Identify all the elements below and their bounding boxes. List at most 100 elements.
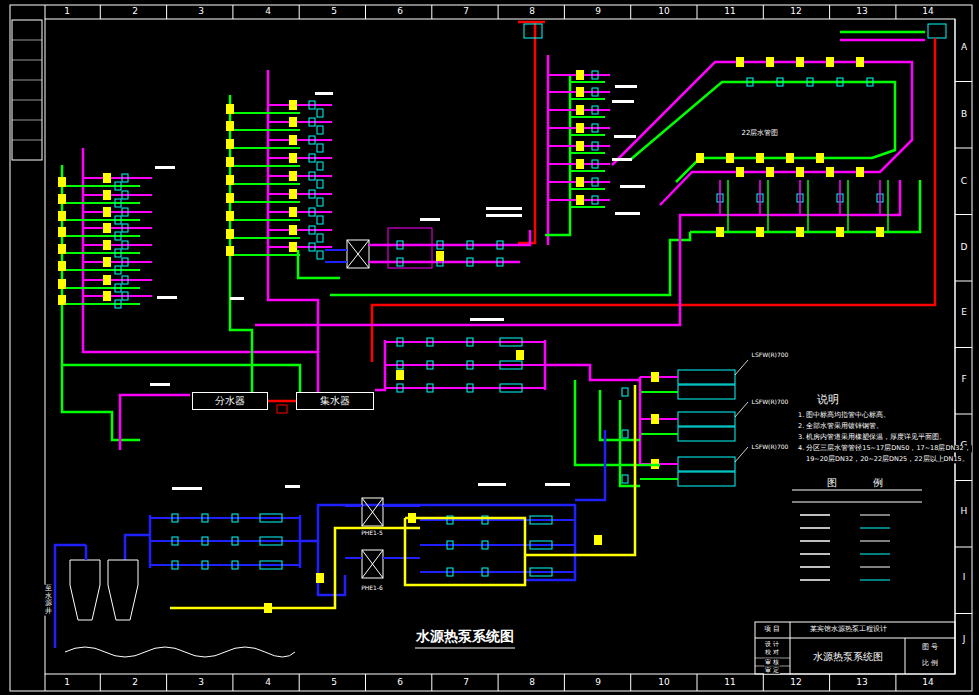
pipe <box>767 180 769 232</box>
pipe-fitting <box>716 227 724 237</box>
pipe-fitting <box>226 139 234 149</box>
valve-symbol <box>172 514 178 522</box>
tag-bar <box>157 296 177 299</box>
valve-symbol <box>122 276 128 284</box>
pipe <box>575 380 660 465</box>
annotation-label: 10 <box>657 678 670 688</box>
grid-tick <box>100 674 101 691</box>
pipe-fitting <box>226 157 234 167</box>
annotation-label: 22层水管图 <box>741 130 780 138</box>
pipe <box>700 180 900 215</box>
valve-symbol <box>497 241 503 249</box>
pipe <box>570 170 605 172</box>
pipe <box>570 98 605 100</box>
annotation-label: 某宾馆水源热泵工程设计 <box>809 626 888 634</box>
well-symbol <box>108 560 138 620</box>
pipe-fitting <box>576 177 584 187</box>
grid-tick <box>431 674 432 691</box>
valve-symbol <box>747 78 753 86</box>
pipe-fitting <box>786 153 794 163</box>
pipe-fitting <box>736 57 744 67</box>
annotation-label: 图 <box>826 477 838 488</box>
heat-pump-unit <box>678 427 735 441</box>
grid-tick <box>100 5 101 19</box>
valve-symbol <box>115 284 121 292</box>
pipe <box>405 518 525 585</box>
pipe <box>640 433 678 435</box>
grid-tick <box>763 5 764 19</box>
node-label: 集水器 <box>320 394 350 408</box>
pipe <box>840 39 925 42</box>
pipe-fitting <box>766 57 774 67</box>
valve-symbol <box>467 361 473 369</box>
grid-tick <box>763 674 764 691</box>
pipe <box>62 303 140 305</box>
manifold-box: 集水器 <box>296 392 374 410</box>
annotation-label: LSFW(R)700 <box>751 444 790 451</box>
pipe-fitting <box>826 57 834 67</box>
valve-symbol <box>397 384 403 392</box>
pipe <box>300 505 575 580</box>
tag-bar <box>172 487 202 490</box>
well-symbol <box>70 560 100 620</box>
legend-sample <box>800 514 830 516</box>
valve-symbol <box>232 514 238 522</box>
inner-frame <box>45 19 955 674</box>
valve-symbol <box>172 561 178 569</box>
pipe <box>325 261 347 263</box>
legend-rule <box>792 490 922 491</box>
title-rule <box>905 638 906 674</box>
tag-bar <box>230 297 244 300</box>
pipe-fitting <box>103 223 111 233</box>
grid-tick <box>166 674 167 691</box>
pipe-fitting <box>289 135 297 145</box>
pipe-fitting <box>226 104 234 114</box>
pipe-fitting <box>408 513 416 523</box>
annotation-label: 设 计 <box>764 641 780 648</box>
leader-line <box>735 447 748 462</box>
pipe <box>62 202 140 204</box>
valve-symbol <box>592 160 598 168</box>
pipe-fitting <box>796 57 804 67</box>
pipe <box>83 177 152 179</box>
legend-sample <box>860 567 890 568</box>
valve-symbol <box>397 258 403 266</box>
legend-sample <box>860 541 890 542</box>
pipe <box>690 180 920 232</box>
pipe-fitting <box>576 70 584 80</box>
pump-symbol <box>500 384 522 392</box>
pipe <box>268 104 332 106</box>
tag-bar <box>612 100 634 103</box>
legend-sample <box>860 515 890 516</box>
grid-tick <box>895 5 896 19</box>
pipe-fitting <box>736 167 744 177</box>
pipe <box>230 254 300 256</box>
grid-tick <box>232 674 233 691</box>
pipe-fitting <box>766 167 774 177</box>
valve-symbol <box>115 300 121 308</box>
pipe <box>375 340 385 390</box>
pipe-fitting <box>756 227 764 237</box>
pipe-fitting <box>594 535 602 545</box>
valve-symbol <box>467 258 473 266</box>
valve-symbol <box>427 361 433 369</box>
grid-tick <box>564 5 565 19</box>
grid-tick <box>895 674 896 691</box>
valve-symbol <box>427 338 433 346</box>
pipe <box>83 211 152 213</box>
strip-line <box>12 60 42 61</box>
valve-symbol <box>232 537 238 545</box>
valve-symbol <box>122 208 128 216</box>
annotation-label: 审 核 <box>764 659 780 666</box>
phe-cross <box>362 498 383 526</box>
annotation-label: 12 <box>789 678 802 688</box>
valve-symbol <box>317 251 323 259</box>
expansion-tank <box>928 24 946 38</box>
valve-symbol <box>467 338 473 346</box>
leader-line <box>735 360 748 375</box>
pump-symbol <box>500 338 522 346</box>
pipe-fitting <box>576 123 584 133</box>
valve-symbol <box>317 216 323 224</box>
grid-tick <box>955 81 972 82</box>
pipe-fitting <box>103 240 111 250</box>
